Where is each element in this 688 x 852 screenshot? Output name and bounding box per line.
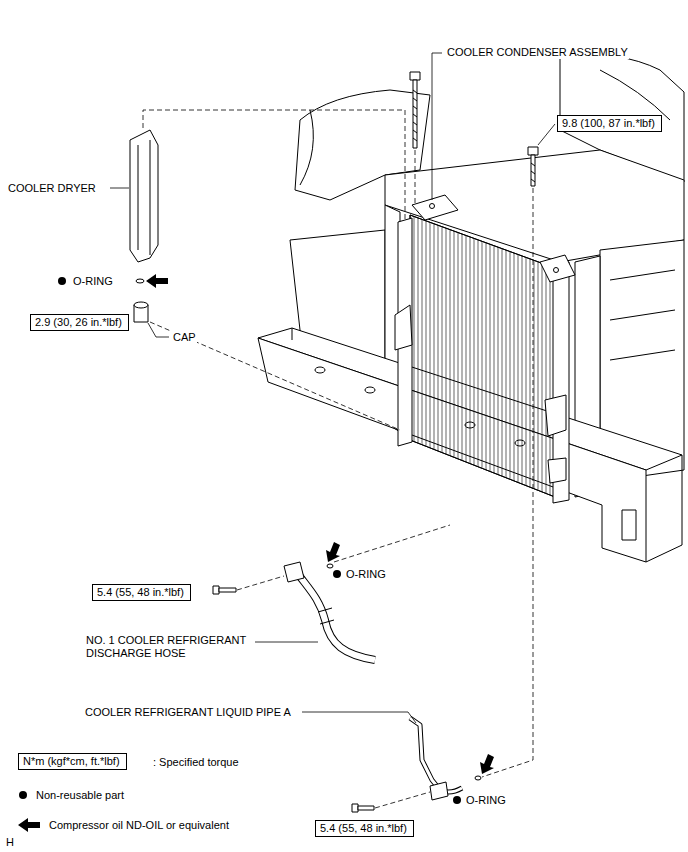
- part-label: O-RING: [72, 275, 114, 288]
- torque-box: N*m (kgf*cm, ft.*lbf): [18, 753, 127, 770]
- part-label: COOLER REFRIGERANT LIQUID PIPE A: [84, 706, 292, 719]
- torque-box: 2.9 (30, 26 in.*lbf): [30, 314, 129, 331]
- part-label: COOLER DRYER: [7, 182, 97, 195]
- figure-code: H: [5, 836, 15, 849]
- torque-text: 9.8 (100, 87 in.*lbf): [562, 117, 657, 130]
- torque-text: N*m (kgf*cm, ft.*lbf): [23, 755, 122, 768]
- torque-text: 2.9 (30, 26 in.*lbf): [35, 316, 124, 329]
- part-label: O-RING: [345, 568, 387, 581]
- torque-box: 5.4 (55, 48 in.*lbf): [315, 820, 414, 837]
- legend-text: Compressor oil ND-OIL or equivalent: [48, 819, 230, 832]
- torque-text: 5.4 (55, 48 in.*lbf): [320, 822, 409, 835]
- part-label: CAP: [172, 331, 197, 344]
- torque-text: 5.4 (55, 48 in.*lbf): [97, 586, 186, 599]
- torque-box: 5.4 (55, 48 in.*lbf): [92, 584, 191, 601]
- part-label: O-RING: [465, 794, 507, 807]
- part-label: COOLER CONDENSER ASSEMBLY: [446, 46, 629, 59]
- torque-box: 9.8 (100, 87 in.*lbf): [557, 115, 662, 132]
- legend-text: : Specified torque: [152, 756, 240, 769]
- legend-text: Non-reusable part: [35, 789, 125, 802]
- part-label: NO. 1 COOLER REFRIGERANT DISCHARGE HOSE: [85, 634, 255, 660]
